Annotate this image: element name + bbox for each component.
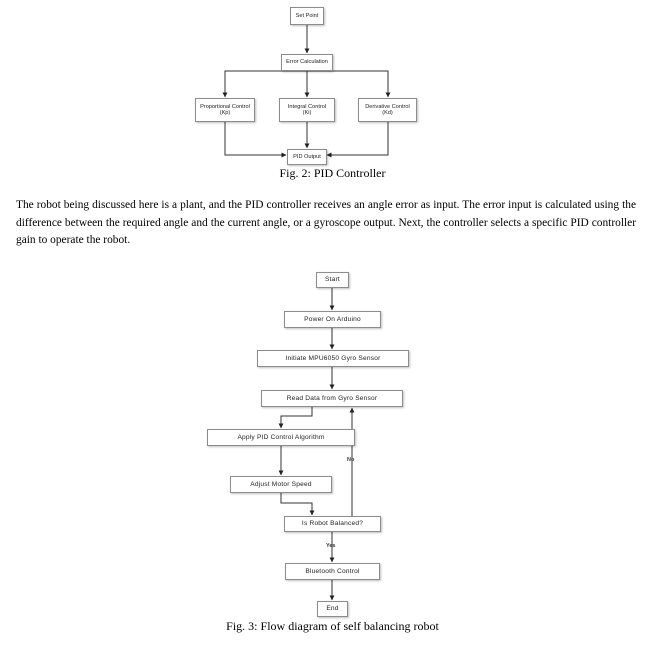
initiate-sensor-label: Initiate MPU6050 Gyro Sensor	[285, 354, 381, 362]
read-data-node: Read Data from Gyro Sensor	[261, 390, 403, 407]
apply-pid-label: Apply PID Control Algorithm	[237, 433, 325, 441]
integral-control-node: Integral Control (Ki)	[279, 98, 335, 122]
read-data-label: Read Data from Gyro Sensor	[286, 394, 378, 402]
apply-pid-node: Apply PID Control Algorithm	[207, 429, 355, 446]
fig3-arrow-read-apply	[278, 406, 313, 429]
fig3-arrow-no-loop	[349, 407, 381, 524]
derivative-control-label: Derivative Control (Kd)	[365, 103, 410, 116]
power-on-arduino-node: Power On Arduino	[284, 311, 381, 328]
bluetooth-control-node: Bluetooth Control	[285, 563, 380, 580]
no-branch-label: No	[347, 457, 355, 463]
is-robot-balanced-label: Is Robot Balanced?	[301, 520, 364, 528]
fig3-arrow-adjust-balanced	[280, 492, 315, 516]
power-on-arduino-label: Power On Arduino	[304, 315, 361, 323]
proportional-control-node: Proportional Control (Kp)	[195, 98, 255, 122]
integral-control-label: Integral Control (Ki)	[287, 103, 327, 116]
pid-output-node: PID Output	[287, 149, 327, 165]
fig2-caption: Fig. 2: PID Controller	[279, 166, 386, 180]
end-node: End	[317, 601, 348, 617]
error-calculation-node: Error Calculation	[281, 54, 333, 71]
yes-branch-label: Yes	[326, 543, 336, 549]
adjust-motor-speed-node: Adjust Motor Speed	[230, 476, 332, 493]
error-calculation-label: Error Calculation	[286, 59, 328, 66]
fig3-caption: Fig. 3: Flow diagram of self balancing r…	[226, 619, 439, 633]
proportional-control-label: Proportional Control (Kp)	[200, 103, 250, 116]
fig2-arrow-kp-output	[224, 122, 287, 158]
set-point-label: Set Point	[295, 12, 319, 19]
fig2-line-to-kp	[222, 70, 281, 98]
start-label: Start	[325, 276, 340, 284]
is-robot-balanced-node: Is Robot Balanced?	[284, 516, 381, 532]
set-point-node: Set Point	[290, 7, 324, 25]
fig2-arrow-kd-output	[326, 122, 389, 158]
fig2-line-to-kd	[333, 70, 391, 98]
derivative-control-node: Derivative Control (Kd)	[358, 98, 417, 122]
bluetooth-control-label: Bluetooth Control	[305, 567, 360, 575]
body-paragraph: The robot being discussed here is a plan…	[16, 199, 636, 246]
pid-output-label: PID Output	[293, 153, 321, 160]
end-label: End	[326, 605, 339, 613]
initiate-sensor-node: Initiate MPU6050 Gyro Sensor	[257, 350, 409, 367]
adjust-motor-speed-label: Adjust Motor Speed	[250, 480, 312, 488]
start-node: Start	[316, 272, 349, 288]
